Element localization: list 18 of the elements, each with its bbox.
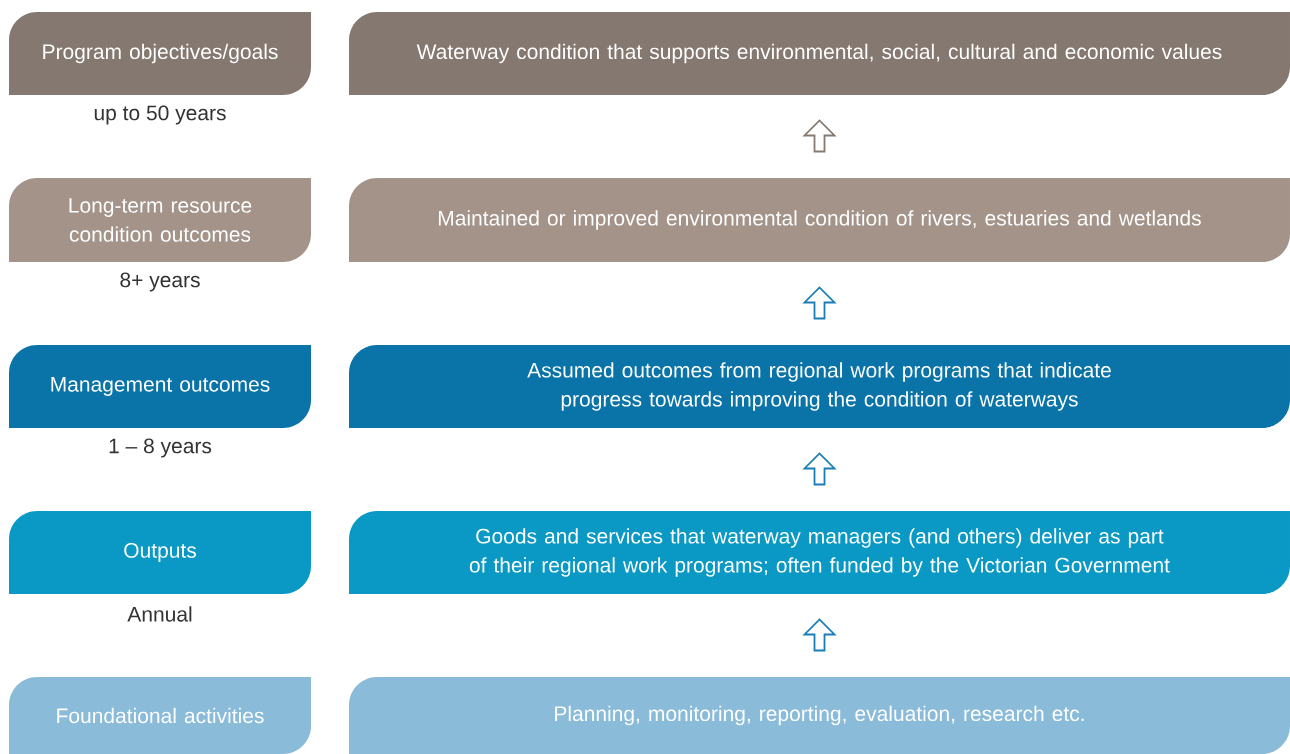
description-box: Maintained or improved environmental condition of rivers, estuaries and wetlands xyxy=(349,178,1290,262)
duration-label: 1 – 8 years xyxy=(109,438,212,458)
duration-label: 8+ years xyxy=(120,272,200,292)
description-box: Goods and services that waterway managers (and others) deliver as part of their regional work programs; often funded by the Victorian Government xyxy=(349,511,1290,594)
level-box: Management outcomes xyxy=(9,345,311,428)
level-box: Program objectives/goals xyxy=(9,12,311,95)
hollow-arrow xyxy=(802,286,837,320)
level-box: Long-term resource condition outcomes xyxy=(9,178,311,262)
hollow-arrow xyxy=(802,119,837,153)
description-box: Planning, monitoring, reporting, evaluation, research etc. xyxy=(349,677,1290,754)
level-box: Foundational activities xyxy=(9,677,311,754)
description-box: Waterway condition that supports environmental, social, cultural and economic values xyxy=(349,12,1290,95)
level-box: Outputs xyxy=(9,511,311,594)
description-box: Assumed outcomes from regional work programs that indicate progress towards improving the condition of waterways xyxy=(349,345,1290,428)
duration-label: Annual xyxy=(127,606,192,622)
hollow-arrow xyxy=(802,618,837,652)
hollow-arrow xyxy=(802,452,837,486)
duration-label: up to 50 years xyxy=(94,105,226,125)
